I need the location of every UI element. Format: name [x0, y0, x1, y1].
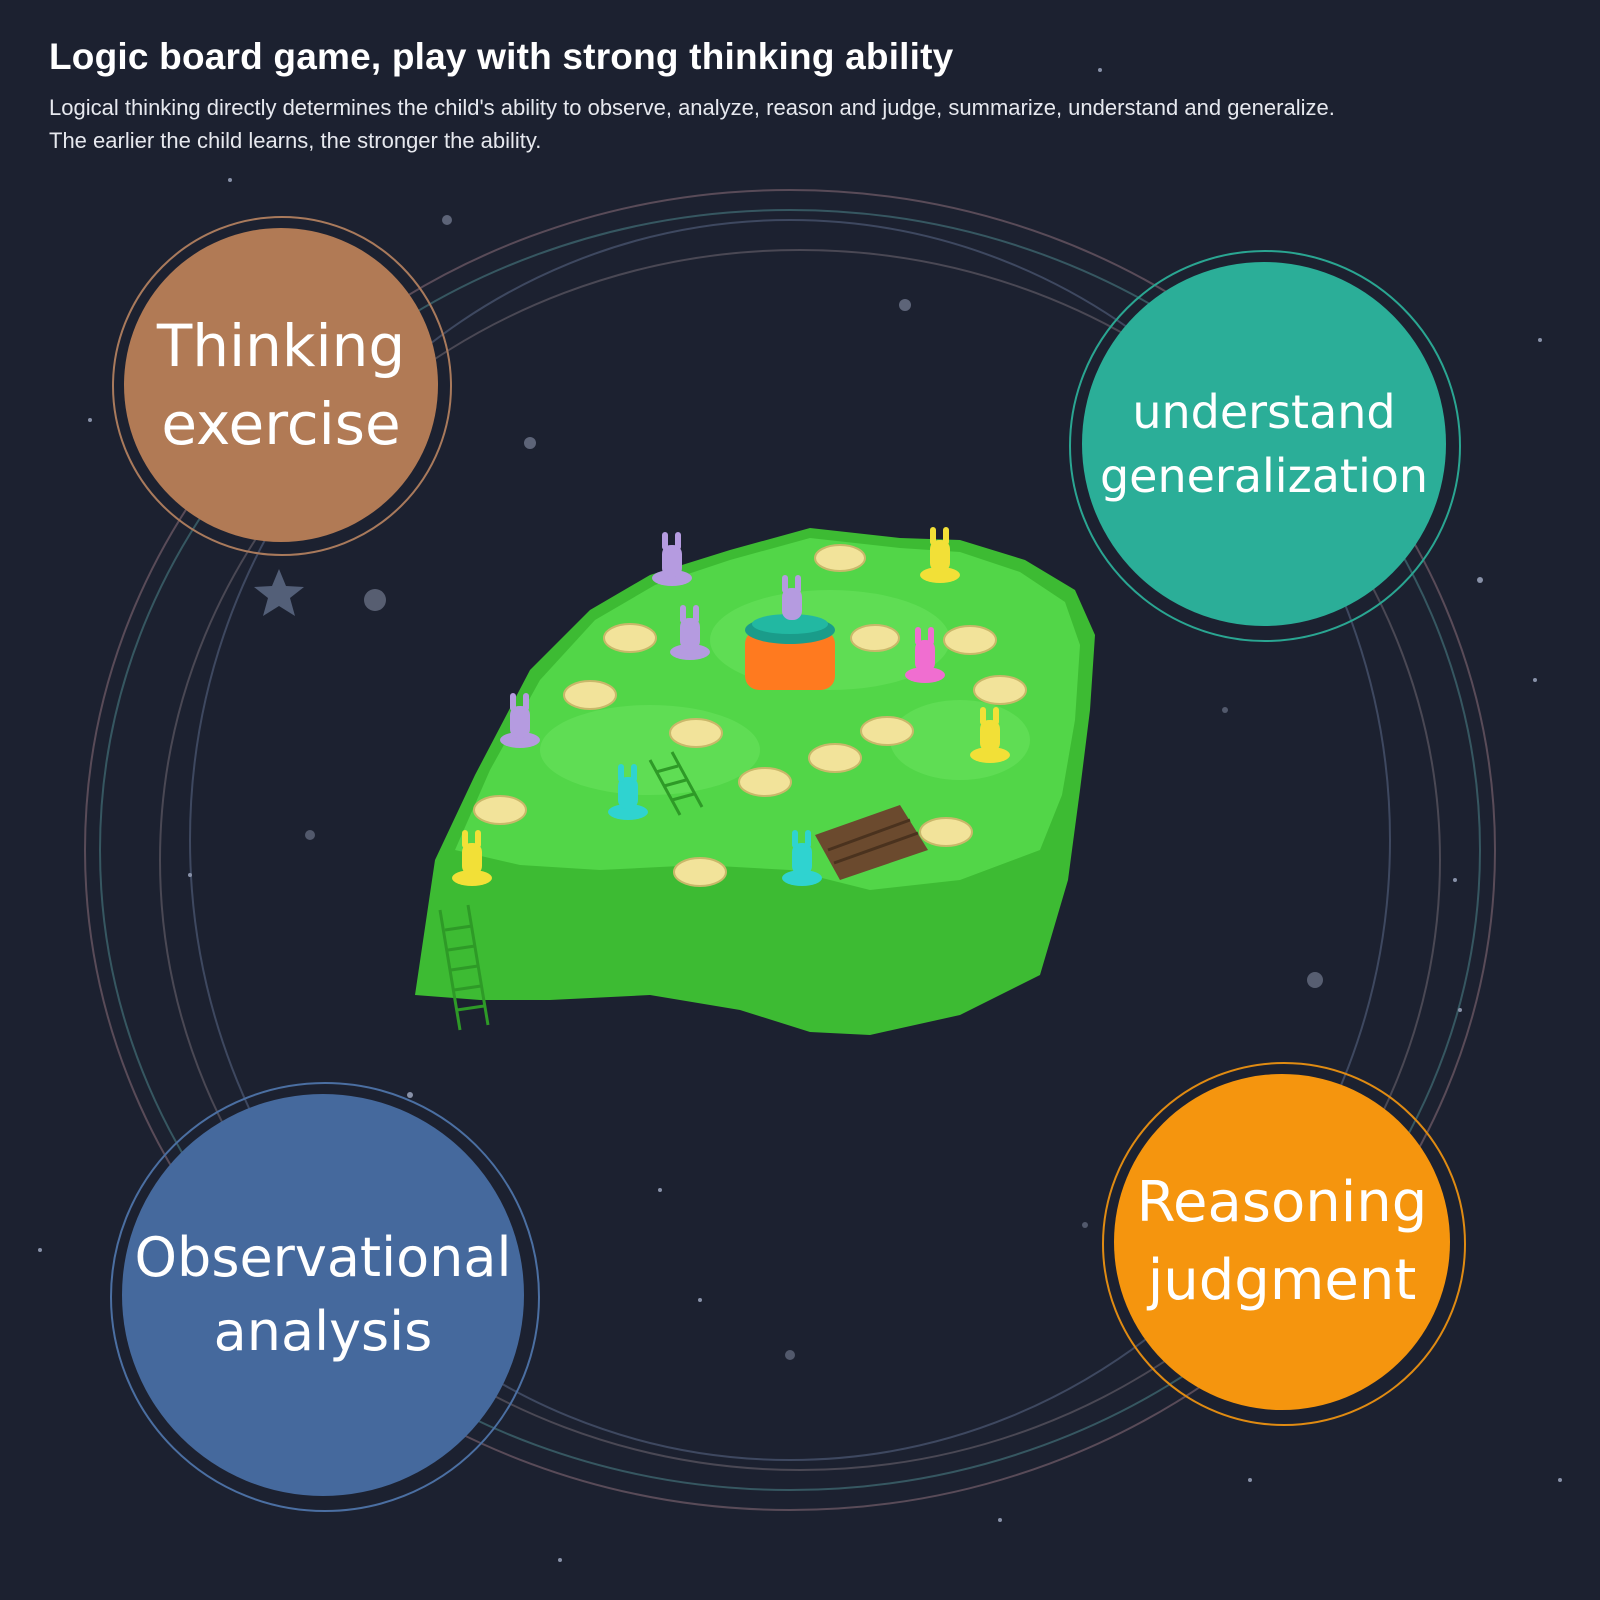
bubble-label: Observational: [134, 1226, 512, 1289]
page-title: Logic board game, play with strong think…: [49, 36, 954, 77]
understand-ring: [1069, 250, 1461, 642]
observational-analysis-bubble: Observational analysis: [122, 1094, 524, 1496]
wooden-bridge: [815, 805, 928, 880]
bubble-label: understand: [1132, 385, 1396, 439]
bubble-label: analysis: [213, 1300, 433, 1363]
orbit-line: [99, 209, 1481, 1491]
center-pot: [745, 614, 835, 690]
description-line-1: Logical thinking directly determines the…: [49, 95, 1335, 120]
ladders: [438, 751, 704, 1031]
thinking-ring: [112, 216, 452, 556]
description-line-2: The earlier the child learns, the strong…: [49, 128, 542, 153]
board-game-image: [415, 527, 1095, 1035]
bubble-label: judgment: [1147, 1248, 1417, 1313]
stars: [38, 68, 1562, 1562]
orbit-line: [84, 189, 1496, 1511]
bunny-pieces: [452, 527, 1010, 886]
bubble-label: generalization: [1099, 449, 1429, 503]
pads: [473, 544, 1027, 887]
orbit-line: [159, 249, 1441, 1471]
thinking-exercise-bubble: Thinking exercise: [124, 228, 438, 542]
reasoning-judgment-bubble: Reasoning judgment: [1114, 1074, 1450, 1410]
reasoning-ring: [1102, 1062, 1466, 1426]
bubble-label: Thinking: [156, 312, 406, 380]
bubble-label: exercise: [161, 390, 401, 458]
bubble-label: Reasoning: [1136, 1170, 1428, 1235]
observational-ring: [110, 1082, 540, 1512]
star-icon: [254, 569, 304, 616]
understand-generalization-bubble: understand generalization: [1082, 262, 1446, 626]
orbit-line: [189, 219, 1391, 1461]
